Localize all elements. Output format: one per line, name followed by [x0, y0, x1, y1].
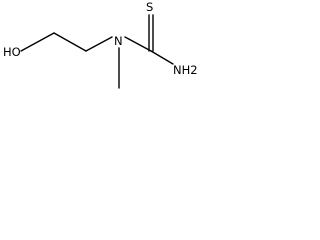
- bond-c2-n: [85, 36, 113, 52]
- amine-label: NH2: [173, 63, 198, 77]
- structure-diagram: HO N S NH2: [3, 0, 198, 89]
- bond-o-c1: [20, 32, 55, 52]
- bond-c1-c2: [53, 32, 87, 52]
- sulfur-label: S: [146, 0, 153, 14]
- bond-c3-nh2: [150, 50, 174, 65]
- bond-n-c3: [124, 36, 152, 52]
- hydroxyl-label: HO: [3, 45, 21, 59]
- nitrogen-label: N: [114, 34, 123, 48]
